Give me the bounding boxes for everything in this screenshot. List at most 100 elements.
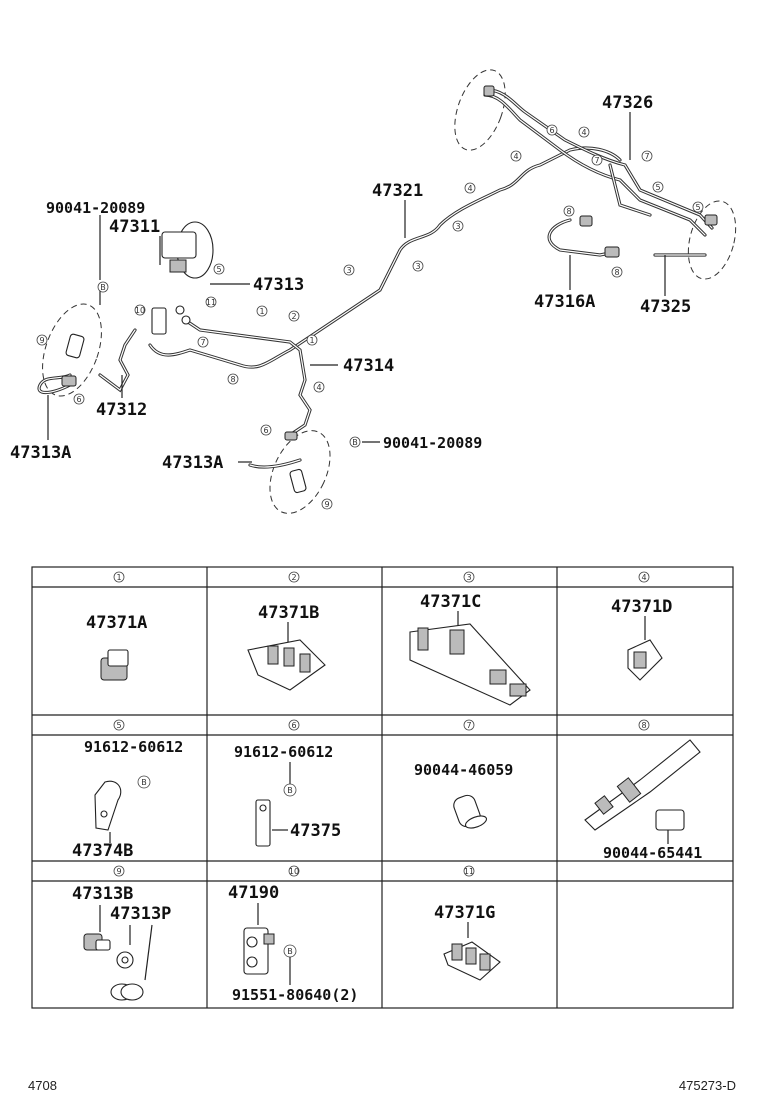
svg-text:8: 8: [614, 268, 619, 277]
cell5-part-a: 91612-60612: [84, 738, 183, 756]
connector-90044-65441: [584, 739, 701, 831]
svg-text:4: 4: [641, 573, 646, 582]
clip-47371D: [627, 639, 663, 681]
label-47311: 47311: [109, 217, 160, 237]
cell6-part-b: 47375: [290, 821, 341, 841]
cell10-b-marker: B: [287, 947, 293, 956]
master-cylinder: [151, 221, 214, 335]
fitting-top: [483, 85, 495, 97]
svg-text:3: 3: [466, 573, 471, 582]
svg-text:4: 4: [581, 128, 586, 137]
svg-text:3: 3: [455, 222, 460, 231]
cell10-part-b: 91551-80640(2): [232, 986, 358, 1004]
svg-text:2: 2: [291, 312, 296, 321]
svg-text:10: 10: [135, 306, 145, 315]
svg-text:3: 3: [415, 262, 420, 271]
detail-ellipse-top-right-a: [454, 69, 506, 151]
svg-text:B: B: [100, 283, 106, 292]
svg-text:9: 9: [39, 336, 44, 345]
marker-circles: 6 4 4 7 7 5 5 4 3 3 3 8 8 5 B 10 11 1 2 …: [36, 124, 704, 510]
sleeve-90044-46059: [453, 794, 488, 829]
svg-text:7: 7: [644, 152, 649, 161]
label-90041-20089-a: 90041-20089: [46, 199, 145, 217]
cell6-part-a: 91612-60612: [234, 743, 333, 761]
label-47313: 47313: [253, 275, 304, 295]
label-47325: 47325: [640, 297, 691, 317]
svg-text:2: 2: [291, 573, 296, 582]
svg-text:6: 6: [76, 395, 81, 404]
svg-text:8: 8: [230, 375, 235, 384]
detail-ellipse-bottom: [269, 430, 331, 514]
pipe-47312: [98, 328, 137, 393]
svg-text:11: 11: [206, 298, 216, 307]
clip-47371G: [443, 941, 501, 981]
fitting-right: [704, 214, 718, 226]
svg-text:5: 5: [216, 265, 221, 274]
bracket-47375: [255, 799, 271, 847]
svg-text:7: 7: [200, 338, 205, 347]
svg-text:4: 4: [316, 383, 321, 392]
label-47313A-mid: 47313A: [162, 453, 223, 473]
svg-text:5: 5: [116, 721, 121, 730]
cell5-b-marker: B: [141, 778, 147, 787]
svg-text:5: 5: [695, 203, 700, 212]
svg-text:B: B: [352, 438, 358, 447]
cell9-part-b: 47313P: [110, 904, 171, 924]
svg-text:6: 6: [263, 426, 268, 435]
svg-text:7: 7: [594, 156, 599, 165]
cell7-part: 90044-46059: [414, 761, 513, 779]
cell9-part-a: 47313B: [72, 884, 133, 904]
cell11-part: 47371G: [434, 903, 495, 923]
footer-left: 4708: [28, 1078, 57, 1093]
clip-47371B: [247, 639, 326, 691]
label-47316A: 47316A: [534, 292, 595, 312]
svg-text:7: 7: [466, 721, 471, 730]
label-47326: 47326: [602, 93, 653, 113]
svg-text:9: 9: [116, 867, 121, 876]
label-47312: 47312: [96, 400, 147, 420]
pipe-main: [148, 146, 622, 369]
leader-lines: [47, 112, 666, 463]
svg-text:4: 4: [467, 184, 472, 193]
svg-text:8: 8: [566, 207, 571, 216]
clip-47371C: [409, 623, 531, 706]
label-90041-20089-b: 90041-20089: [383, 434, 482, 452]
svg-text:5: 5: [655, 183, 660, 192]
clip-47371A: [100, 649, 129, 681]
svg-text:1: 1: [116, 573, 121, 582]
svg-text:9: 9: [324, 500, 329, 509]
svg-text:1: 1: [309, 336, 314, 345]
pipe-47314: [183, 318, 312, 437]
cell10-part-a: 47190: [228, 883, 279, 903]
svg-text:6: 6: [291, 721, 296, 730]
hose-47313A-left: [37, 333, 85, 395]
footer-right: 475273-D: [679, 1078, 736, 1093]
svg-text:6: 6: [549, 126, 554, 135]
table-headers: 1 2 3 4 5 6 7 8 9 10 11: [113, 571, 650, 877]
hose-47313A-mid: [248, 431, 307, 494]
svg-text:1: 1: [259, 307, 264, 316]
cell2-part: 47371B: [258, 603, 319, 623]
gasket-47313P: [110, 951, 144, 1001]
clamp-47374B: [94, 780, 122, 831]
svg-text:8: 8: [641, 721, 646, 730]
cell4-part: 47371D: [611, 597, 672, 617]
cell5-part-b: 47374B: [72, 841, 133, 861]
cell6-b-marker: B: [287, 786, 293, 795]
parts-table: [31, 566, 734, 1009]
svg-text:11: 11: [464, 867, 474, 876]
detail-ellipse-top-right-b: [687, 200, 737, 280]
detail-ellipse-left: [42, 303, 102, 397]
cell1-part: 47371A: [86, 613, 147, 633]
label-47321: 47321: [372, 181, 423, 201]
pipe-top-right: [483, 88, 714, 237]
svg-text:10: 10: [289, 867, 299, 876]
svg-text:4: 4: [513, 152, 518, 161]
label-47313A-left: 47313A: [10, 443, 71, 463]
hose-47316A: [547, 215, 620, 258]
cell3-part: 47371C: [420, 592, 481, 612]
cell8-part: 90044-65441: [603, 844, 702, 862]
label-47314: 47314: [343, 356, 394, 376]
valve-47190: [243, 927, 275, 975]
